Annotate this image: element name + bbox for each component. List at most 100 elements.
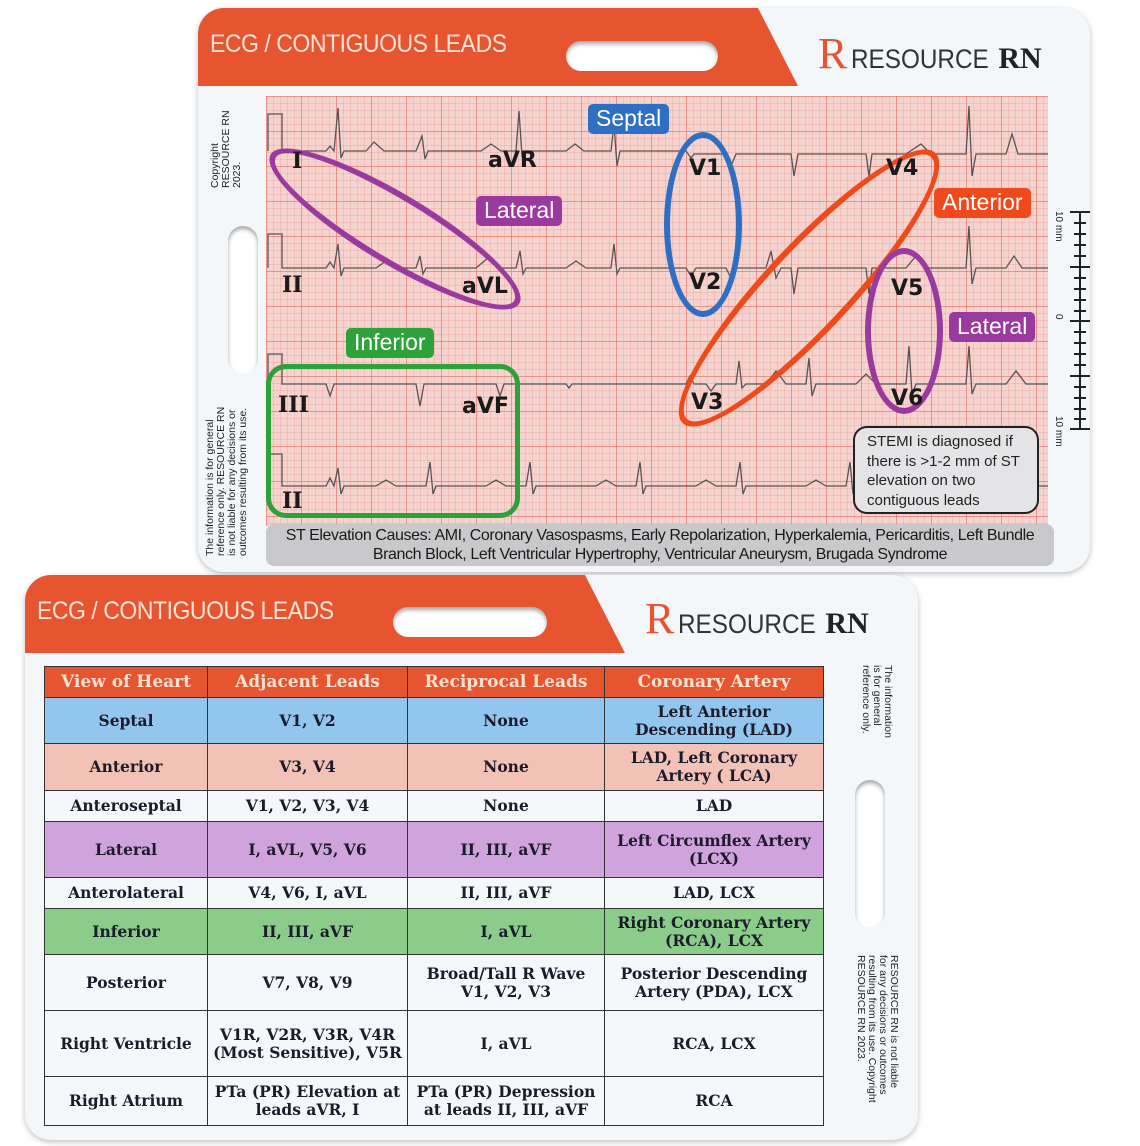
lead-V5: V5	[891, 276, 924, 301]
card-title: ECG / CONTIGUOUS LEADS	[210, 30, 507, 58]
cell-adjacent: V1, V2	[207, 697, 408, 744]
cell-adjacent: I, aVL, V5, V6	[207, 821, 408, 878]
lanyard-slot-top	[566, 41, 718, 71]
septal-ring	[664, 132, 742, 317]
cell-reciprocal: I, aVL	[407, 1010, 605, 1077]
col-reciprocal-leads: Reciprocal Leads	[407, 666, 605, 698]
cell-reciprocal: None	[407, 697, 605, 744]
logo-mark: R	[818, 29, 848, 78]
table-row: Lateral I, aVL, V5, V6 II, III, aVF Left…	[44, 821, 824, 878]
table-row: Right Ventricle V1R, V2R, V3R, V4R (Most…	[44, 1010, 824, 1077]
lateral-precordial-ring	[865, 248, 943, 414]
cell-view: Right Ventricle	[44, 1010, 208, 1077]
table-row: Anterolateral V4, V6, I, aVL II, III, aV…	[44, 877, 824, 909]
cell-reciprocal: II, III, aVF	[407, 821, 605, 878]
disclaimer-side-text: The information is for general reference…	[204, 406, 249, 556]
col-coronary-artery: Coronary Artery	[604, 666, 824, 698]
copyright-side-text: Copyright RESOURCE RN 2023.	[209, 110, 243, 188]
cell-artery: Left Anterior Descending (LAD)	[604, 697, 824, 744]
table-row: Inferior II, III, aVF I, aVL Right Coron…	[44, 908, 824, 955]
cell-view: Lateral	[44, 821, 208, 878]
cell-reciprocal: II, III, aVF	[407, 877, 605, 909]
resource-rn-logo: R RESOURCE RN	[645, 597, 869, 641]
logo-word: RESOURCE	[851, 44, 990, 74]
contiguous-leads-table: View of Heart Adjacent Leads Reciprocal …	[44, 666, 824, 1126]
cell-artery: Posterior Descending Artery (PDA), LCX	[604, 954, 824, 1011]
st-elevation-list: AMI, Coronary Vasospasms, Early Repolari…	[372, 527, 1035, 563]
cell-artery: RCA	[604, 1076, 824, 1126]
cell-view: Posterior	[44, 954, 208, 1011]
lanyard-slot-side	[228, 226, 258, 374]
logo-suffix: RN	[825, 607, 869, 640]
cell-reciprocal: Broad/Tall R Wave V1, V2, V3	[407, 954, 605, 1011]
cell-adjacent: V4, V6, I, aVL	[207, 877, 408, 909]
side-note-bottom: RESOURCE RN is not liable for any decisi…	[855, 955, 900, 1103]
side-note-top: The information is for general reference…	[860, 665, 894, 738]
col-view-of-heart: View of Heart	[44, 666, 208, 698]
cell-view: Anteroseptal	[44, 790, 208, 822]
table-row: Posterior V7, V8, V9 Broad/Tall R Wave V…	[44, 954, 824, 1011]
ruler-bottom-label: 10 mm	[1053, 416, 1064, 447]
inferior-box	[266, 364, 520, 518]
lead-I: I	[292, 148, 303, 174]
table-row: Anteroseptal V1, V2, V3, V4 None LAD	[44, 790, 824, 822]
cell-adjacent: II, III, aVF	[207, 908, 408, 955]
lead-aVF: aVF	[462, 394, 509, 419]
lead-V1: V1	[689, 156, 722, 181]
lead-II-rhythm: II	[282, 488, 303, 514]
cell-reciprocal: PTa (PR) Depression at leads II, III, aV…	[407, 1076, 605, 1126]
cell-reciprocal: I, aVL	[407, 908, 605, 955]
anterior-tag: Anterior	[934, 188, 1031, 218]
lead-aVR: aVR	[488, 148, 537, 173]
lead-III: III	[278, 392, 309, 418]
cell-adjacent: PTa (PR) Elevation at leads aVR, I	[207, 1076, 408, 1126]
lead-aVL: aVL	[462, 274, 508, 299]
cell-view: Right Atrium	[44, 1076, 208, 1126]
cell-artery: Right Coronary Artery (RCA), LCX	[604, 908, 824, 955]
ruler-top-label: 10 mm	[1053, 211, 1064, 242]
ecg-back-card: ECG / CONTIGUOUS LEADS R RESOURCE RN Vie…	[25, 575, 918, 1140]
cell-view: Septal	[44, 697, 208, 744]
st-elevation-label: ST Elevation Causes:	[285, 527, 432, 544]
inferior-tag: Inferior	[346, 328, 434, 358]
cell-reciprocal: None	[407, 790, 605, 822]
lateral-limb-tag: Lateral	[476, 196, 563, 226]
cell-adjacent: V3, V4	[207, 743, 408, 791]
cell-view: Inferior	[44, 908, 208, 955]
cell-artery: LAD, Left Coronary Artery ( LCA)	[604, 743, 824, 791]
cell-artery: LAD	[604, 790, 824, 822]
col-adjacent-leads: Adjacent Leads	[207, 666, 408, 698]
table-row: Anterior V3, V4 None LAD, Left Coronary …	[44, 743, 824, 791]
lanyard-slot-side	[855, 780, 885, 928]
table-row: Right Atrium PTa (PR) Elevation at leads…	[44, 1076, 824, 1126]
cell-view: Anterior	[44, 743, 208, 791]
ruler-zero-label: 0	[1053, 314, 1064, 320]
septal-tag: Septal	[588, 104, 670, 134]
ecg-front-card: ECG / CONTIGUOUS LEADS R RESOURCE RN Cop…	[198, 8, 1090, 572]
logo-suffix: RN	[998, 42, 1042, 75]
cell-artery: RCA, LCX	[604, 1010, 824, 1077]
logo-mark: R	[645, 594, 675, 643]
table-row: Septal V1, V2 None Left Anterior Descend…	[44, 697, 824, 744]
cell-adjacent: V1R, V2R, V3R, V4R (Most Sensitive), V5R	[207, 1010, 408, 1077]
table-header-row: View of Heart Adjacent Leads Reciprocal …	[44, 666, 824, 698]
stemi-note: STEMI is diagnosed if there is >1-2 mm o…	[853, 426, 1039, 514]
st-elevation-causes: ST Elevation Causes: AMI, Coronary Vasos…	[266, 524, 1054, 566]
lateral-precordial-tag: Lateral	[949, 312, 1036, 342]
cell-view: Anterolateral	[44, 877, 208, 909]
resource-rn-logo: R RESOURCE RN	[818, 32, 1042, 76]
cell-adjacent: V1, V2, V3, V4	[207, 790, 408, 822]
mm-ruler	[1066, 211, 1090, 430]
lead-V2: V2	[689, 270, 722, 295]
card-title: ECG / CONTIGUOUS LEADS	[37, 597, 334, 625]
lead-II: II	[282, 272, 303, 298]
cell-adjacent: V7, V8, V9	[207, 954, 408, 1011]
cell-artery: LAD, LCX	[604, 877, 824, 909]
lanyard-slot-top	[393, 607, 547, 637]
lead-V6: V6	[891, 386, 924, 411]
cell-artery: Left Circumflex Artery (LCX)	[604, 821, 824, 878]
lead-V3: V3	[691, 390, 724, 415]
cell-reciprocal: None	[407, 743, 605, 791]
logo-word: RESOURCE	[678, 609, 817, 639]
lead-V4: V4	[886, 156, 919, 181]
